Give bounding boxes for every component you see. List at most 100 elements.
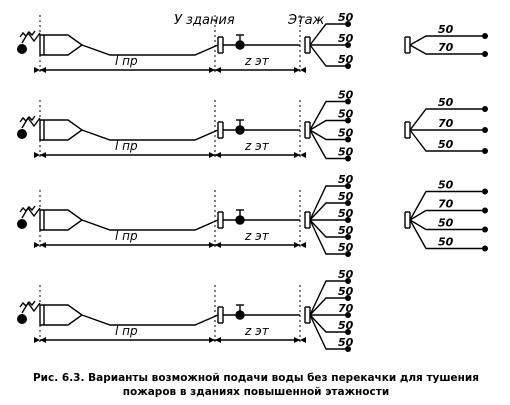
left-hose-line [309,44,345,67]
dimension-arrow [215,242,221,248]
left-hose-diameter: 50 [338,32,354,45]
pump-truck-icon [39,304,84,326]
left-nozzle-icon [345,329,351,335]
dimension-arrow [215,337,221,343]
main-hose-line [81,44,219,56]
riser-length: z эт [244,139,270,153]
left-nozzle-icon [345,117,351,124]
left-hose-line [309,314,345,333]
dimension-arrow [40,67,46,73]
figure-caption: Рис. 6.3. Варианты возможной подачи воды… [32,372,480,398]
riser-length: z эт [244,229,270,243]
dimension-arrow [300,337,306,343]
dimension-arrow [300,242,306,248]
right-hose-line [409,219,482,231]
right-hose-diameter: 50 [438,179,454,192]
dimension-arrow [300,67,306,73]
right-hose-diameter: 50 [438,217,454,230]
dimension-arrow [40,337,46,343]
right-nozzle-icon [482,226,488,233]
header-floor: Этаж [287,13,325,28]
riser-length: z эт [244,54,270,68]
dimension-arrow [209,242,215,248]
riser-length: z эт [244,324,270,338]
pump-truck-icon [39,34,84,56]
main-hose-line [81,314,219,326]
left-hose-diameter: 50 [338,207,354,220]
left-hose-line [309,129,345,141]
left-hose-line [309,314,345,350]
dimension-arrow [215,152,221,158]
left-hose-diameter: 50 [338,224,354,237]
hatch-mark [19,300,36,308]
suction-hose-icon [21,116,41,129]
left-nozzle-icon [345,234,351,240]
dimension-arrow [40,242,46,248]
left-nozzle-icon [345,136,351,143]
right-nozzle-icon [482,148,488,154]
right-nozzle-icon [482,106,488,112]
main-line-length: l пр [115,324,138,338]
right-nozzle-icon [482,207,488,214]
right-hose-line [409,129,482,152]
suction-hose-icon [21,31,41,44]
left-hose-diameter: 50 [338,11,354,24]
left-hose-diameter: 70 [338,302,354,315]
hatch-mark [19,205,36,213]
main-line-length: l пр [115,54,138,68]
hydrant-icon [17,129,27,139]
dimension-arrow [209,67,215,73]
left-hose-diameter: 50 [338,127,354,140]
right-hose-line [409,35,482,46]
dimension-arrow [34,337,40,343]
left-nozzle-icon [345,251,351,257]
left-nozzle-icon [345,21,351,27]
dimension-arrow [215,67,221,73]
right-nozzle-icon [482,127,488,133]
left-nozzle-icon [345,200,351,206]
right-hose-line [409,190,482,221]
left-hose-diameter: 50 [338,319,354,332]
left-nozzle-icon [345,278,351,284]
pump-truck-icon [39,119,84,141]
dimension-arrow [294,152,300,158]
main-line-length: l пр [115,229,138,243]
left-nozzle-icon [345,346,351,352]
left-hose-line [309,297,345,316]
right-hose-diameter: 50 [438,96,454,109]
left-hose-diameter: 50 [338,241,354,254]
dimension-arrow [294,242,300,248]
dimension-arrow [40,152,46,158]
left-hose-diameter: 50 [338,173,354,186]
left-nozzle-icon [345,183,351,189]
left-nozzle-icon [345,42,351,48]
dimension-arrow [209,152,215,158]
right-nozzle-icon [482,51,488,57]
dimension-arrow [300,152,306,158]
left-nozzle-icon [345,63,351,69]
left-hose-diameter: 50 [338,190,354,203]
right-hose-diameter: 50 [438,23,454,36]
right-hose-diameter: 70 [438,198,454,211]
left-hose-diameter: 50 [338,268,354,281]
left-hose-line [309,219,345,255]
left-nozzle-icon [345,217,351,223]
right-hose-line [409,44,482,55]
suction-hose-icon [21,206,41,219]
left-nozzle-icon [345,98,351,105]
left-hose-line [309,219,345,238]
hydrant-icon [17,314,27,324]
left-hose-diameter: 50 [338,108,354,121]
dimension-arrow [34,152,40,158]
left-hose-line [309,23,345,46]
right-nozzle-icon [482,188,488,195]
right-hose-diameter: 50 [438,138,454,151]
right-nozzle-icon [482,33,488,39]
left-hose-line [309,185,345,221]
right-hose-line [409,209,482,221]
